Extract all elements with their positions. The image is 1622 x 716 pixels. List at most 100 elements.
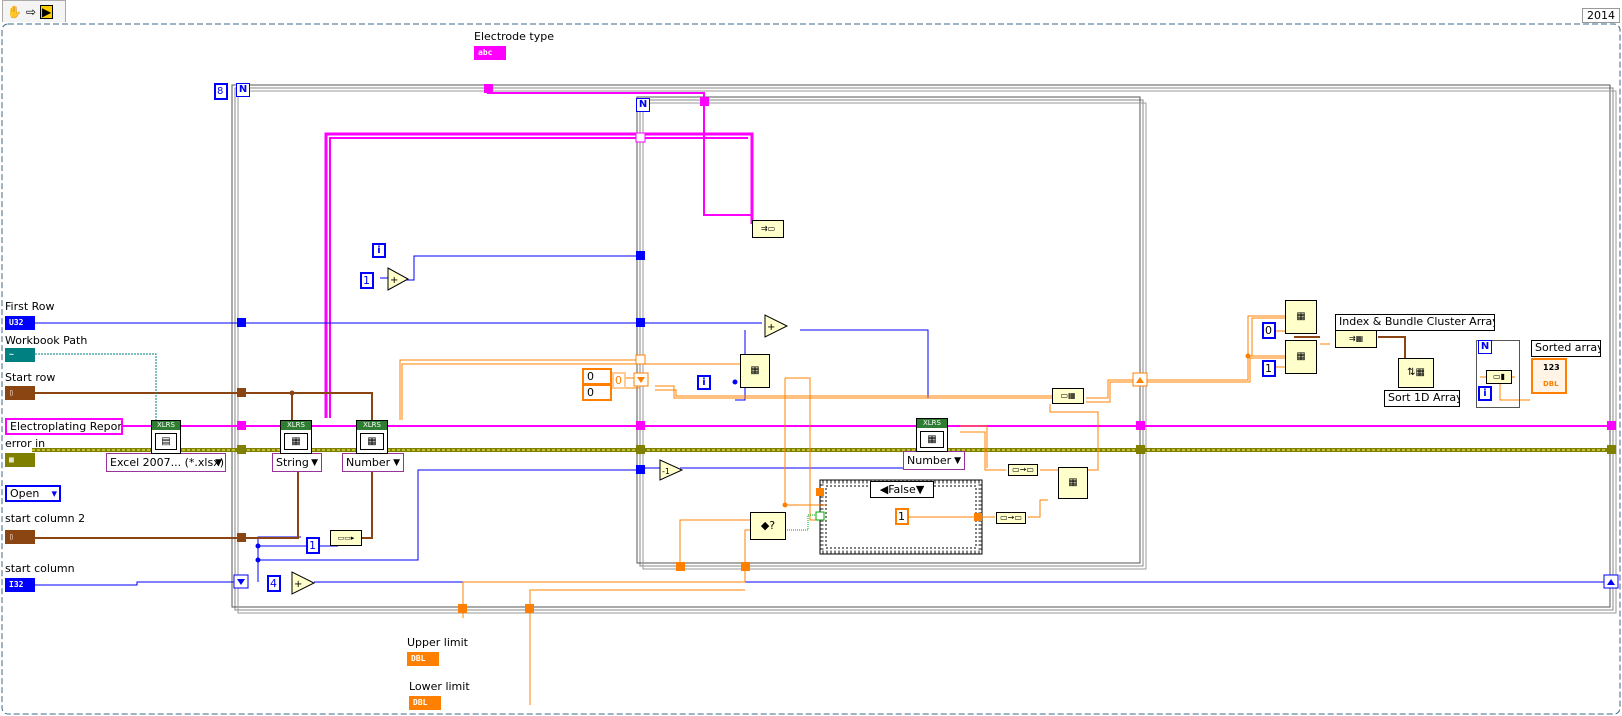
shift-registers bbox=[233, 372, 1619, 589]
excel-type-ring[interactable]: Excel 2007... (*.xlsx)▼ bbox=[106, 453, 226, 472]
indicator-numeric: 123 bbox=[1543, 363, 1560, 372]
bundle-icon: ▭▭▸ bbox=[337, 534, 355, 542]
workbook-path-terminal[interactable]: ~ bbox=[5, 348, 35, 362]
iteration-terminal-a: i bbox=[372, 243, 386, 258]
zero-constant-a[interactable]: 0 bbox=[582, 368, 612, 385]
one-constant-b[interactable]: 1 bbox=[306, 537, 320, 554]
xlrs-header: XLRS bbox=[152, 421, 180, 430]
lower-limit-label: Lower limit bbox=[409, 680, 470, 693]
concat-strings-node[interactable]: ⇉▭ bbox=[752, 220, 784, 238]
index-bundle-node[interactable]: ⇉▦ bbox=[1335, 330, 1377, 348]
concat-icon: ⇉▭ bbox=[760, 224, 776, 233]
hand-icon[interactable]: ✋ bbox=[7, 4, 22, 19]
chevron-down-icon: ▾ bbox=[51, 487, 57, 500]
case-selector[interactable]: ◀False▼ bbox=[870, 481, 934, 498]
excel-type-value: Excel 2007... (*.xlsx) bbox=[110, 456, 225, 469]
zero-constant-d[interactable]: 0 bbox=[1262, 322, 1276, 339]
to-dbl-node-b[interactable]: ▭→▭ bbox=[996, 512, 1026, 524]
string-wires bbox=[122, 88, 1615, 427]
upper-limit-label: Upper limit bbox=[407, 636, 468, 649]
start-column-label: start column bbox=[5, 562, 75, 575]
zero-constant-c[interactable]: 0 bbox=[612, 372, 626, 389]
refnum-wires bbox=[34, 336, 1406, 539]
convert-icon: ▭→▭ bbox=[1000, 513, 1022, 522]
refnum-icon: ▯ bbox=[9, 388, 14, 397]
xlrs-header: XLRS bbox=[357, 421, 387, 430]
start-column-2-terminal[interactable]: ▯ bbox=[5, 530, 35, 544]
case-selector-prev: ◀ bbox=[879, 483, 889, 496]
report-name-constant[interactable]: Electroplating Report bbox=[5, 418, 123, 435]
outer-for-loop bbox=[231, 84, 1617, 614]
four-constant[interactable]: 4 bbox=[267, 575, 281, 592]
to-dbl-node-a[interactable]: ▭→▭ bbox=[1008, 464, 1038, 476]
iteration-terminal-c: i bbox=[1478, 386, 1492, 401]
number-type-ring-2[interactable]: Number▼ bbox=[903, 451, 965, 470]
arrow-right-icon[interactable]: ⇨ bbox=[25, 4, 37, 19]
array-icon: ▦ bbox=[1296, 311, 1306, 322]
sorted-array-indicator[interactable]: 123 DBL bbox=[1531, 358, 1567, 394]
refnum-icon-2: ▯ bbox=[9, 532, 14, 541]
error-in-label: error in bbox=[5, 437, 46, 450]
error-in-terminal[interactable]: ▦ bbox=[5, 453, 35, 467]
sort-node[interactable]: ⇅▦ bbox=[1398, 358, 1434, 388]
build-array-node[interactable]: ▭▦ bbox=[1052, 388, 1084, 404]
electrode-type-terminal[interactable]: abc bbox=[474, 46, 506, 60]
decrement-node: -1 bbox=[659, 459, 684, 481]
path-icon: ~ bbox=[9, 350, 14, 359]
svg-text:+: + bbox=[294, 579, 302, 590]
outer-loop-count-constant[interactable]: 8 bbox=[214, 83, 228, 100]
in-range-icon: ◆? bbox=[760, 519, 776, 532]
electrode-type-label: Electrode type bbox=[474, 30, 554, 43]
version-badge: 2014 bbox=[1582, 8, 1620, 23]
one-constant-d[interactable]: 1 bbox=[1262, 360, 1276, 377]
diagram-border bbox=[1, 23, 1621, 715]
run-icon[interactable]: ▶ bbox=[40, 4, 54, 19]
upper-limit-terminal[interactable]: DBL bbox=[407, 652, 439, 666]
sorted-array-label: Sorted array bbox=[1531, 340, 1601, 357]
chevron-down-icon: ▼ bbox=[393, 458, 400, 468]
svg-text:+: + bbox=[767, 322, 775, 333]
start-column-2-label: start column 2 bbox=[5, 512, 86, 525]
grid-icon: ▦ bbox=[284, 433, 308, 450]
workbook-icon: ▤ bbox=[155, 433, 177, 450]
read-number-inner-vi[interactable]: XLRS▦ bbox=[916, 418, 948, 452]
iteration-terminal-b: i bbox=[697, 375, 711, 390]
in-range-node[interactable]: ◆? bbox=[750, 512, 786, 540]
sort-label: Sort 1D Array bbox=[1384, 390, 1460, 407]
index-array-node-b[interactable]: ▦ bbox=[1285, 340, 1317, 374]
number-type-ring-1[interactable]: Number▼ bbox=[342, 453, 404, 472]
inner-for-loop bbox=[636, 96, 1147, 570]
open-mode-constant[interactable]: Open▾ bbox=[5, 485, 61, 502]
unbundle-node[interactable]: ▭▮ bbox=[1486, 370, 1512, 384]
index-bundle-label: Index & Bundle Cluster Array bbox=[1335, 314, 1495, 331]
add-node-bottom: + bbox=[291, 571, 316, 595]
replace-subset-node[interactable]: ▦ bbox=[1058, 467, 1088, 499]
index-array-node[interactable]: ▦ bbox=[740, 354, 770, 388]
indicator-type: DBL bbox=[1543, 380, 1559, 388]
chevron-down-icon: ▼ bbox=[311, 458, 318, 468]
bundle-node[interactable]: ▭▭▸ bbox=[330, 530, 362, 546]
read-number-vi[interactable]: XLRS▦ bbox=[356, 420, 388, 454]
zero-constant-b[interactable]: 0 bbox=[582, 384, 612, 401]
wire-junctions bbox=[289, 390, 295, 396]
case-selector-value: False bbox=[888, 483, 916, 496]
first-row-terminal[interactable]: U32 bbox=[5, 316, 35, 330]
bundle-array-icon: ⇉▦ bbox=[1348, 334, 1364, 343]
first-row-label: First Row bbox=[5, 300, 55, 313]
one-constant-c[interactable]: 1 bbox=[895, 508, 909, 525]
chevron-down-icon: ▼ bbox=[954, 456, 961, 466]
lower-limit-terminal[interactable]: DBL bbox=[409, 696, 441, 710]
start-column-terminal[interactable]: I32 bbox=[5, 578, 35, 592]
array-icon: ▦ bbox=[1068, 477, 1078, 488]
one-constant-a[interactable]: 1 bbox=[360, 272, 374, 289]
read-string-vi[interactable]: XLRS▦ bbox=[280, 420, 312, 454]
xlrs-header: XLRS bbox=[917, 419, 947, 428]
tool-palette: ✋ ⇨ ▶ bbox=[2, 0, 66, 22]
index-array-node-a[interactable]: ▦ bbox=[1285, 300, 1317, 334]
start-row-terminal[interactable]: ▯ bbox=[5, 386, 35, 400]
string-type-ring[interactable]: String▼ bbox=[272, 453, 322, 472]
open-workbook-vi[interactable]: XLRS ▤ bbox=[151, 420, 181, 454]
start-row-label: Start row bbox=[5, 371, 56, 384]
